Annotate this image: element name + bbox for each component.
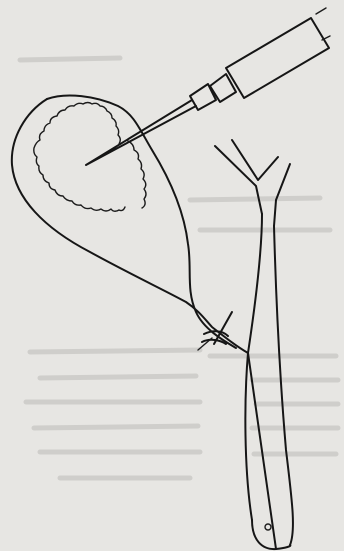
common-duct-right-wall	[274, 226, 293, 545]
right-hepatic-duct	[232, 140, 278, 180]
syringe-plunger	[316, 8, 330, 40]
syringe-barrel	[226, 18, 329, 98]
left-hepatic-duct	[215, 146, 262, 214]
common-duct-left-wall	[245, 214, 262, 520]
gallbladder-mucosa-right	[128, 141, 146, 208]
right-hepatic-duct-outer	[274, 164, 290, 226]
ampulla-opening	[265, 524, 271, 530]
gallbladder-outer-wall-top	[47, 95, 236, 348]
common-duct-terminal	[252, 520, 290, 549]
gallbladder-mucosa	[34, 103, 125, 212]
syringe	[86, 8, 330, 165]
show-through-text	[20, 58, 338, 478]
